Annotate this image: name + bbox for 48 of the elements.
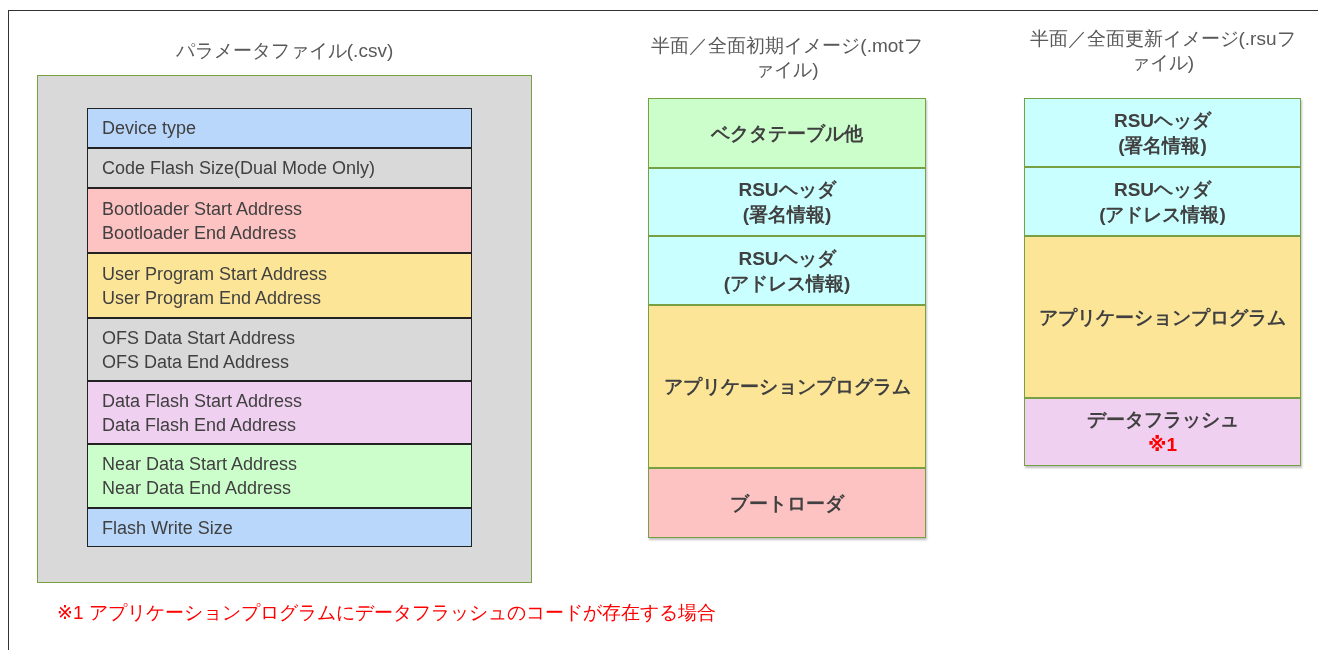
block-text: (アドレス情報) [723, 271, 851, 296]
block-text: ブートローダ [730, 491, 844, 516]
row-text: OFS Data End Address [102, 350, 290, 374]
parameter-row [87, 108, 472, 148]
row-text: User Program End Address [102, 286, 322, 310]
column-heading: 半面／全面更新イメージ(.rsuファイル) [1028, 27, 1297, 75]
row-text: User Program Start Address [102, 262, 328, 286]
block-text: RSUヘッダ [738, 246, 836, 271]
memory-block [648, 98, 926, 168]
block-text: ベクタテーブル他 [711, 121, 863, 146]
parameter-row [87, 253, 472, 318]
row-text: Near Data Start Address [102, 453, 298, 476]
row-text: Data Flash End Address [102, 413, 297, 437]
block-text: (署名情報) [742, 203, 832, 227]
parameter-row [87, 318, 472, 381]
block-text: RSUヘッダ [1113, 108, 1212, 133]
parameter-row [87, 188, 472, 253]
parameter-row [87, 148, 472, 188]
row-text: Code Flash Size(Dual Mode Only) [102, 157, 376, 180]
memory-block [1024, 98, 1301, 167]
parameter-row [87, 508, 472, 547]
memory-block [648, 468, 926, 538]
row-text: Device type [102, 117, 197, 140]
row-text: OFS Data Start Address [102, 326, 296, 350]
memory-block [648, 168, 926, 236]
block-text: (署名情報) [1118, 133, 1207, 158]
block-text: アプリケーションプログラム [1039, 305, 1286, 330]
parameter-row [87, 381, 472, 444]
block-text: データフラッシュ [1086, 408, 1239, 432]
block-text: アプリケーションプログラム [663, 375, 911, 399]
memory-block [648, 305, 926, 468]
footnote-text: ※1 アプリケーションプログラムにデータフラッシュのコードが存在する場合 [57, 601, 716, 625]
memory-block [1024, 236, 1301, 398]
row-text: Bootloader Start Address [102, 197, 303, 221]
block-text: (アドレス情報) [1099, 202, 1226, 227]
column-heading: パラメータファイル(.csv) [175, 39, 394, 63]
row-text: Flash Write Size [102, 516, 233, 540]
row-text: Near Data End Address [102, 477, 292, 500]
block-text: RSUヘッダ [1113, 177, 1212, 202]
footnote-mark: ※1 [1147, 433, 1177, 457]
memory-block [1024, 167, 1301, 236]
column-heading: 半面／全面初期イメージ(.motファイル) [650, 34, 924, 82]
row-text: Bootloader End Address [102, 221, 297, 245]
memory-block [648, 236, 926, 305]
parameter-row [87, 444, 472, 508]
memory-block [1024, 398, 1301, 466]
block-text: RSUヘッダ [738, 178, 836, 202]
row-text: Data Flash Start Address [102, 389, 303, 413]
